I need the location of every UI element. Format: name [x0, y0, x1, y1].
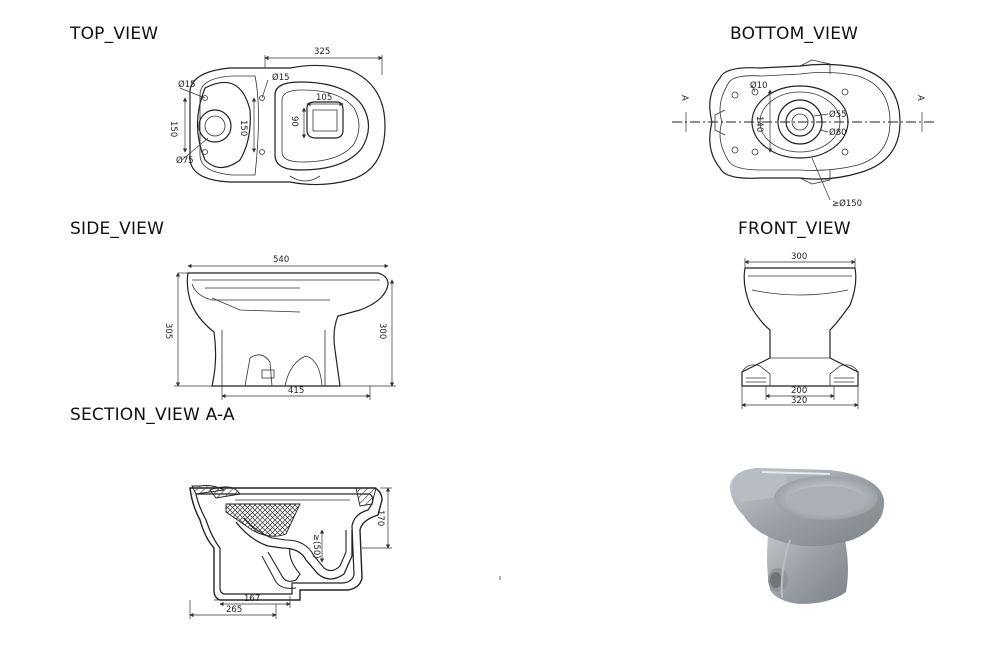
front-width-label: 300 — [791, 252, 807, 262]
side-height-left-label: 305 — [163, 323, 173, 339]
bottom-view-title: BOTTOM_VIEW — [730, 24, 859, 44]
side-view-title: SIDE_VIEW — [70, 219, 165, 239]
section-trap-label: ≥(50) — [311, 534, 321, 559]
bottom-inner-label: Ø55 — [829, 109, 847, 120]
bottom-cut-left-label: A — [679, 95, 689, 101]
bottom-view-drawing: A A 140 Ø10 Ø55 Ø80 ≥Ø150 — [672, 59, 935, 209]
front-view-drawing: 300 200 320 — [741, 252, 859, 409]
bottom-hole-label: Ø10 — [750, 80, 768, 91]
top-height-left-label: 150 — [168, 121, 178, 137]
top-outlet-label: Ø75 — [176, 155, 194, 166]
top-view-title: TOP_VIEW — [70, 24, 159, 44]
top-height-right-label: 150 — [238, 120, 248, 136]
section-overall-label: 265 — [226, 605, 242, 615]
side-view-drawing: 540 305 300 415 — [163, 255, 396, 400]
section-height-label: 170 — [375, 510, 385, 526]
front-view-title: FRONT_VIEW — [738, 219, 851, 239]
section-outlet-dist-label: 167 — [244, 594, 260, 604]
bottom-outer-label: Ø80 — [829, 127, 847, 138]
section-view-drawing: 170 ≥(50) 167 265 — [189, 485, 392, 619]
toilet-3d-render — [730, 468, 885, 604]
bottom-height-label: 140 — [754, 116, 764, 132]
side-length-label: 540 — [273, 255, 289, 265]
top-hole-right-label: Ø15 — [272, 72, 290, 83]
side-base-label: 415 — [288, 386, 304, 396]
front-foot-inner-label: 200 — [791, 386, 807, 396]
section-view-title: SECTION_VIEW A-A — [70, 405, 235, 425]
top-opening-h-label: 90 — [289, 116, 299, 127]
bottom-spigot-label: ≥Ø150 — [832, 198, 862, 209]
top-view-drawing: 325 150 150 Ø15 Ø15 Ø75 105 90 — [168, 47, 386, 186]
top-opening-w-label: 105 — [316, 93, 332, 103]
side-height-right-label: 300 — [377, 323, 387, 339]
front-foot-outer-label: 320 — [791, 396, 807, 406]
top-length-label: 325 — [314, 47, 330, 57]
top-hole-left-label: Ø15 — [178, 79, 196, 90]
bottom-cut-right-label: A — [915, 95, 925, 101]
